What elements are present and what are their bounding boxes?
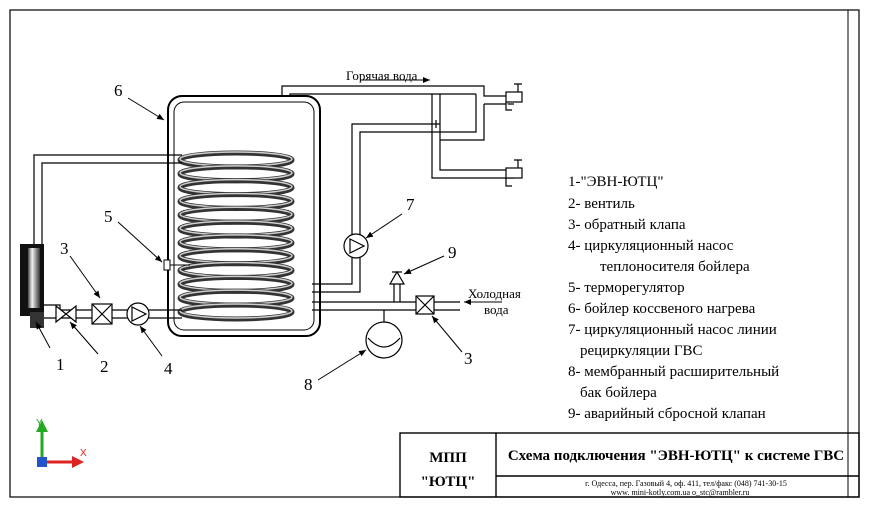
coil-turn-highlight: [179, 303, 293, 319]
legend-item-6: 6- бойлер коссвеного нагрева: [568, 301, 756, 317]
faucet-top: [505, 83, 523, 111]
callout-2: 2: [100, 357, 109, 376]
check-valve-left: [91, 303, 113, 325]
title-block: [399, 432, 860, 498]
callout-3-right: 3: [464, 349, 473, 368]
callout-6: 6: [114, 81, 123, 100]
axis-y-label: Y: [36, 418, 43, 429]
axis-x-label: X: [80, 448, 87, 459]
legend-item-4-cont: теплоносителя бойлера: [600, 259, 750, 275]
address-line: г. Одесса, пер. Газовый 4, оф. 411, тел/…: [585, 479, 787, 488]
boiler-tank: [167, 95, 321, 337]
cold-water-label-1: Холодная: [468, 286, 521, 301]
legend-item-4: 4- циркуляционный насос: [568, 238, 734, 254]
coil-turn: [177, 302, 295, 322]
safety-relief-valve: [388, 270, 406, 285]
drawing-title: Схема подключения "ЭВН-ЮТЦ" к системе ГВ…: [508, 448, 844, 464]
contacts-line: www. mini-kotly.com.ua o_stc@rambler.ru: [611, 488, 750, 497]
faucet-bottom: [505, 159, 523, 187]
legend-item-8: 8- мембранный расширительный: [568, 364, 779, 380]
callout-1: 1: [56, 355, 65, 374]
hot-water-label: Горячая вода: [346, 68, 418, 83]
legend-item-9: 9- аварийный сбросной клапан: [568, 406, 766, 422]
callout-5: 5: [104, 207, 113, 226]
callout-8: 8: [304, 375, 313, 394]
legend-item-3: 3- обратный клапа: [568, 217, 686, 233]
callout-9: 9: [448, 243, 457, 262]
cold-water-pipes: [312, 284, 460, 322]
thermostat: [163, 259, 190, 271]
callout-3-left: 3: [60, 239, 69, 258]
shutoff-valve: [55, 304, 77, 324]
heater-circulation-pump: [126, 302, 150, 326]
callout-7: 7: [406, 195, 415, 214]
legend-item-5: 5- терморегулятор: [568, 280, 685, 296]
evn-heater: [20, 244, 44, 328]
company-name-1: МПП: [429, 450, 467, 466]
check-valve-right: [415, 295, 435, 315]
legend-item-7-cont: рециркуляции ГВС: [580, 343, 703, 359]
company-name-2: "ЮТЦ": [421, 474, 476, 490]
ucs-axis-icon: Y X: [36, 418, 87, 468]
heater-pipe-loop: [33, 154, 182, 319]
expansion-tank: [365, 321, 403, 359]
heating-coil: [177, 150, 295, 322]
legend-item-2: 2- вентиль: [568, 196, 635, 212]
hot-water-pipes: [281, 85, 514, 293]
cold-water-label-2: вода: [484, 302, 509, 317]
legend-item-8-cont: бак бойлера: [580, 385, 657, 401]
legend-item-7: 7- циркуляционный насос линии: [568, 322, 777, 338]
recirculation-pump: [343, 233, 369, 259]
legend: 1-"ЭВН-ЮТЦ" 2- вентиль 3- обратный клапа…: [568, 174, 779, 422]
legend-item-1: 1-"ЭВН-ЮТЦ": [568, 174, 664, 190]
callout-4: 4: [164, 359, 173, 378]
callout-leaders: [35, 97, 463, 381]
